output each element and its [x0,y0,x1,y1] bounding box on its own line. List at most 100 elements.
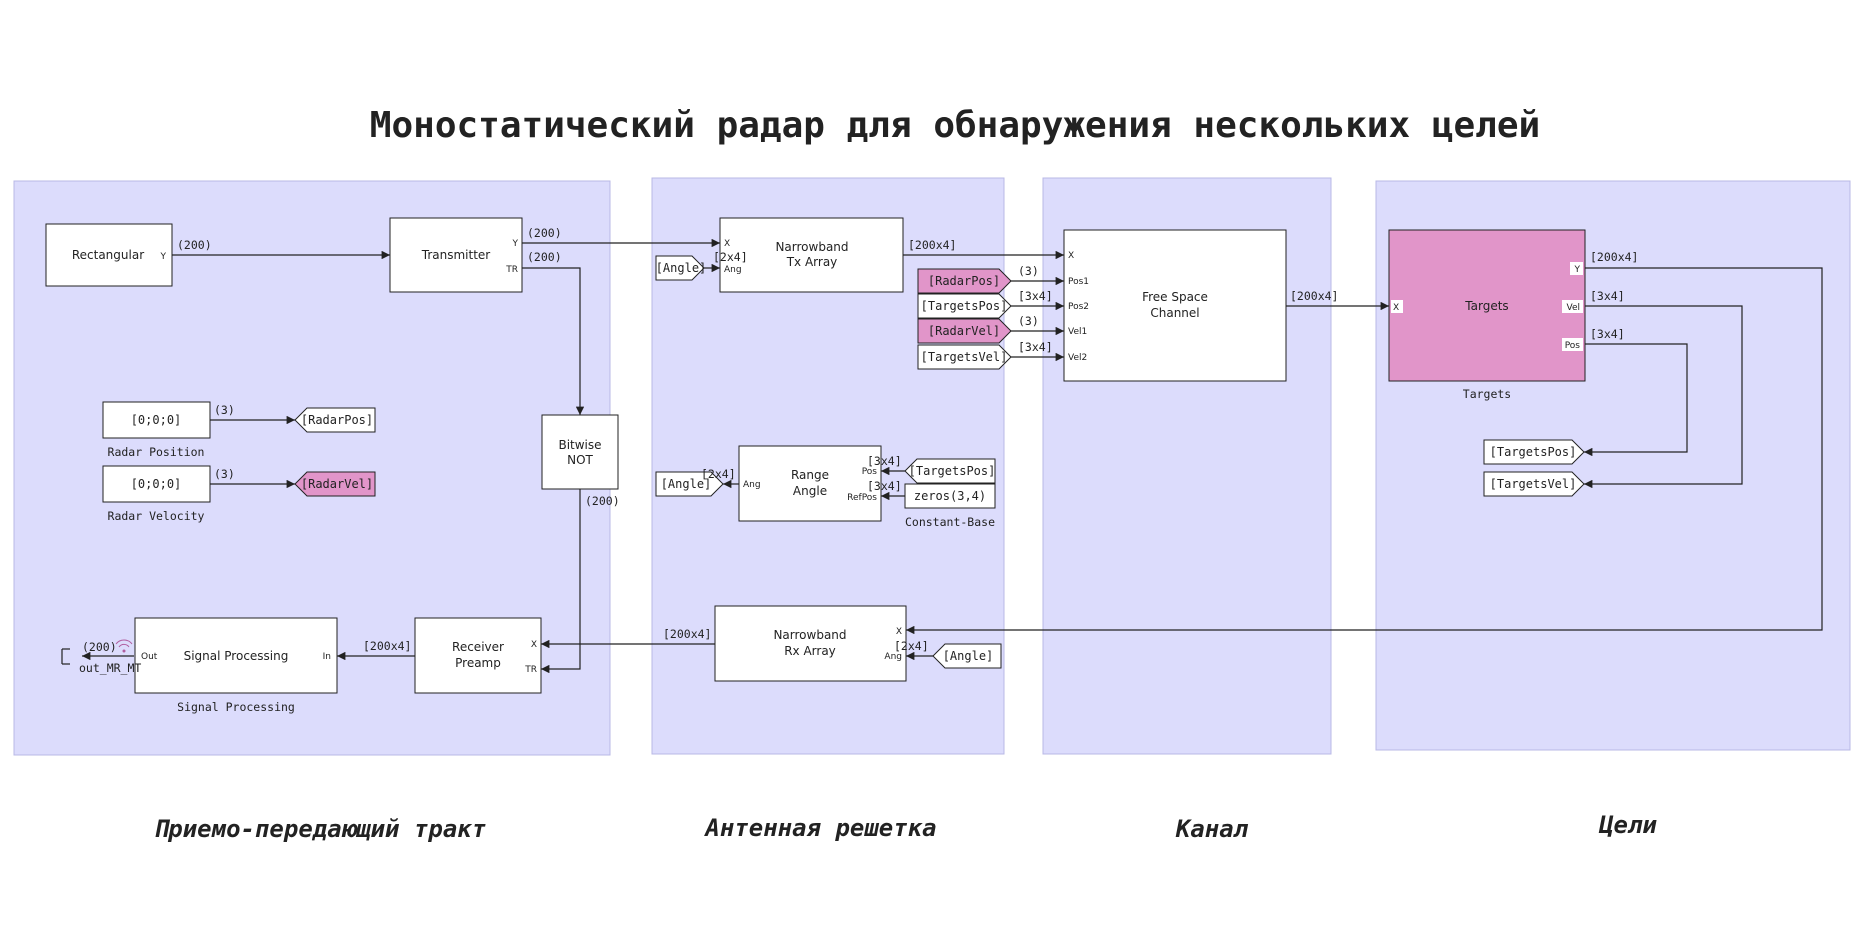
targetspos-goto-label: [TargetsPos] [1490,445,1577,459]
targetspos-range-label: [TargetsPos] [909,464,996,478]
signal-processing-port-out: Out [141,652,158,662]
section-channel-label: Канал [1175,815,1249,843]
radarvel-from-tag[interactable]: [RadarVel] [917,318,1012,344]
signal-processing-block[interactable]: Signal Processing Out In Signal Processi… [134,617,338,714]
sig-fs-pos1: (3) [1018,264,1039,278]
free-space-port-pos2: Pos2 [1068,302,1089,312]
sig-fs-pos2: [3x4] [1018,289,1053,303]
rx-array-line2: Rx Array [784,644,836,658]
sig-range-pos: [3x4] [867,454,902,468]
tx-array-port-ang: Ang [724,265,742,275]
wire-targets-pos[interactable] [1584,343,1688,457]
radarvel-from-label: [RadarVel] [928,324,1000,338]
transmitter-block[interactable]: Transmitter Y TR [389,217,523,293]
radar-velocity-constant[interactable]: [0;0;0] Radar Velocity [102,465,211,523]
range-angle-port-ang: Ang [743,480,761,490]
wires [61,238,1823,674]
targets-label: Targets [1464,299,1508,313]
sig-range-ang: [2x4] [701,467,736,481]
signal-processing-port-in: In [323,652,331,662]
tx-array-block[interactable]: Narrowband Tx Array X Ang [719,217,904,293]
section-targets-label: Цели [1598,811,1657,839]
tx-array-port-x: X [724,239,730,249]
zeros-constant[interactable]: zeros(3,4) Constant-Base [904,483,996,529]
radarvel-goto-tag[interactable]: [RadarVel] [294,471,376,497]
radarpos-from-tag[interactable]: [RadarPos] [917,268,1012,294]
signal-processing-caption: Signal Processing [177,700,295,714]
tx-array-line1: Narrowband [775,240,848,254]
radarvel-goto-label: [RadarVel] [301,477,373,491]
angle-to-rx-tag[interactable]: [Angle] [932,643,1002,669]
radarpos-goto-label: [RadarPos] [301,413,373,427]
targets-port-pos: Pos [1565,341,1581,351]
free-space-port-x: X [1068,251,1074,261]
targets-caption: Targets [1463,387,1511,401]
targetspos-from-tag[interactable]: [TargetsPos] [917,293,1012,319]
range-angle-port-refpos: RefPos [847,493,877,503]
free-space-line2: Channel [1150,306,1199,320]
wire-targets-to-rxarray[interactable] [906,267,1823,635]
sig-rx-to-sp: [200x4] [363,639,411,653]
radar-position-constant[interactable]: [0;0;0] Radar Position [102,401,211,459]
rx-array-block[interactable]: Narrowband Rx Array X Ang [714,605,907,682]
sig-tgt-y: [200x4] [1590,250,1638,264]
rx-array-line1: Narrowband [773,628,846,642]
rx-array-port-ang: Ang [884,652,902,662]
wire-targets-vel[interactable] [1584,305,1743,489]
output-signal-name: out_MR_MT [79,661,141,675]
bitwise-not-line2: NOT [567,453,593,467]
radar-velocity-value: [0;0;0] [131,477,182,491]
receiver-preamp-block[interactable]: Receiver Preamp X TR [414,617,542,694]
antenna-icon [115,639,133,653]
targetsvel-goto-tag[interactable]: [TargetsVel] [1483,471,1585,497]
sig-range-refpos: [3x4] [867,479,902,493]
rx-array-port-x: X [896,627,902,637]
targetspos-range-tag[interactable]: [TargetsPos] [904,458,996,484]
radarpos-goto-tag[interactable]: [RadarPos] [294,407,376,433]
sig-fs-vel2: [3x4] [1018,340,1053,354]
range-angle-port-pos: Pos [862,467,878,477]
angle-from-tag-tx[interactable]: [Angle] [655,255,707,281]
sig-tgt-vel: [3x4] [1590,289,1625,303]
sig-fs-out: [200x4] [1290,289,1338,303]
zeros-caption: Constant-Base [905,515,995,529]
diagram-title: Моностатический радар для обнаружения не… [370,105,1540,146]
free-space-channel-block[interactable]: Free Space Channel X Pos1 Pos2 Vel1 Vel2 [1063,229,1287,382]
bitwise-not-block[interactable]: Bitwise NOT [541,414,619,490]
transmitter-label: Transmitter [421,248,491,262]
targets-block[interactable]: Targets X Y Vel Pos Targets [1388,229,1586,401]
radar-velocity-caption: Radar Velocity [108,509,205,523]
angle-goto-tag[interactable]: [Angle] [655,471,724,497]
zeros-value: zeros(3,4) [914,489,986,503]
sig-tx-array-out: [200x4] [908,238,956,252]
signal-processing-label: Signal Processing [184,649,289,663]
radar-position-caption: Radar Position [108,445,205,459]
receiver-preamp-line1: Receiver [452,640,504,654]
targetsvel-from-tag[interactable]: [TargetsVel] [917,344,1012,370]
sig-sp-out: (200) [82,640,117,654]
rectangular-label: Rectangular [72,248,144,262]
sig-fs-vel1: (3) [1018,314,1039,328]
angle-from-tx-label: [Angle] [656,261,707,275]
transmitter-port-tr: TR [505,265,518,275]
wire-not-to-rx-tr[interactable] [541,489,581,674]
targets-port-y: Y [1574,265,1581,275]
range-angle-line2: Angle [793,484,827,498]
radar-position-value: [0;0;0] [131,413,182,427]
rectangular-block[interactable]: Rectangular Y [45,223,173,287]
angle-goto-label: [Angle] [661,477,712,491]
wire-tx-tr-to-not[interactable] [521,267,585,415]
targetsvel-from-label: [TargetsVel] [921,350,1008,364]
targetspos-goto-tag[interactable]: [TargetsPos] [1483,439,1585,465]
range-angle-block[interactable]: Range Angle Ang Pos RefPos [738,445,882,522]
targetsvel-goto-label: [TargetsVel] [1490,477,1577,491]
sig-angle-in: [2x4] [713,250,748,264]
sig-rect-out: (200) [177,238,212,252]
receiver-preamp-port-tr: TR [524,665,537,675]
sig-tgt-pos: [3x4] [1590,327,1625,341]
transmitter-port-y: Y [512,239,519,249]
targetspos-from-label: [TargetsPos] [921,299,1008,313]
sig-tx-tr: (200) [527,250,562,264]
section-antenna-label: Антенная решетка [703,814,936,842]
